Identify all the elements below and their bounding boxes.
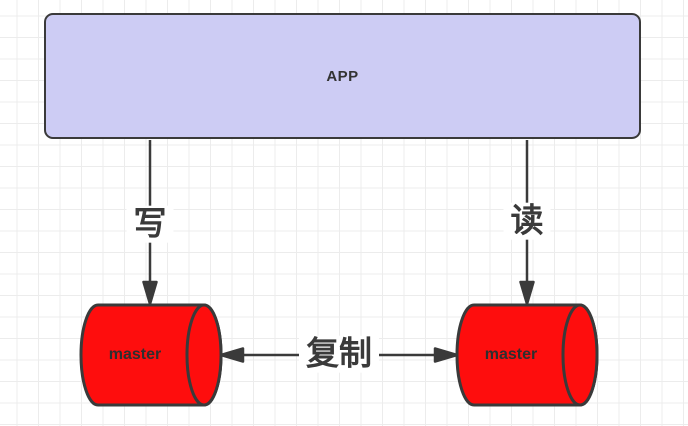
replication-arrowhead-left-icon bbox=[219, 347, 245, 363]
replication-arrowhead-right-icon bbox=[433, 347, 459, 363]
write-edge-label: 写 bbox=[126, 205, 174, 243]
app-node: APP bbox=[44, 13, 641, 139]
app-node-label: APP bbox=[326, 67, 359, 85]
database-cylinder-right-cap bbox=[561, 303, 599, 407]
database-cylinder-left-cap bbox=[185, 303, 223, 407]
read-arrowhead-icon bbox=[519, 280, 535, 306]
write-arrowhead-icon bbox=[142, 280, 158, 306]
replication-edge-label: 复制 bbox=[299, 335, 379, 373]
database-label-left: master bbox=[108, 346, 162, 363]
database-cylinder-right bbox=[455, 303, 599, 407]
read-edge-label: 读 bbox=[503, 202, 551, 240]
database-cylinder-left bbox=[79, 303, 223, 407]
database-label-right: master bbox=[484, 346, 538, 363]
